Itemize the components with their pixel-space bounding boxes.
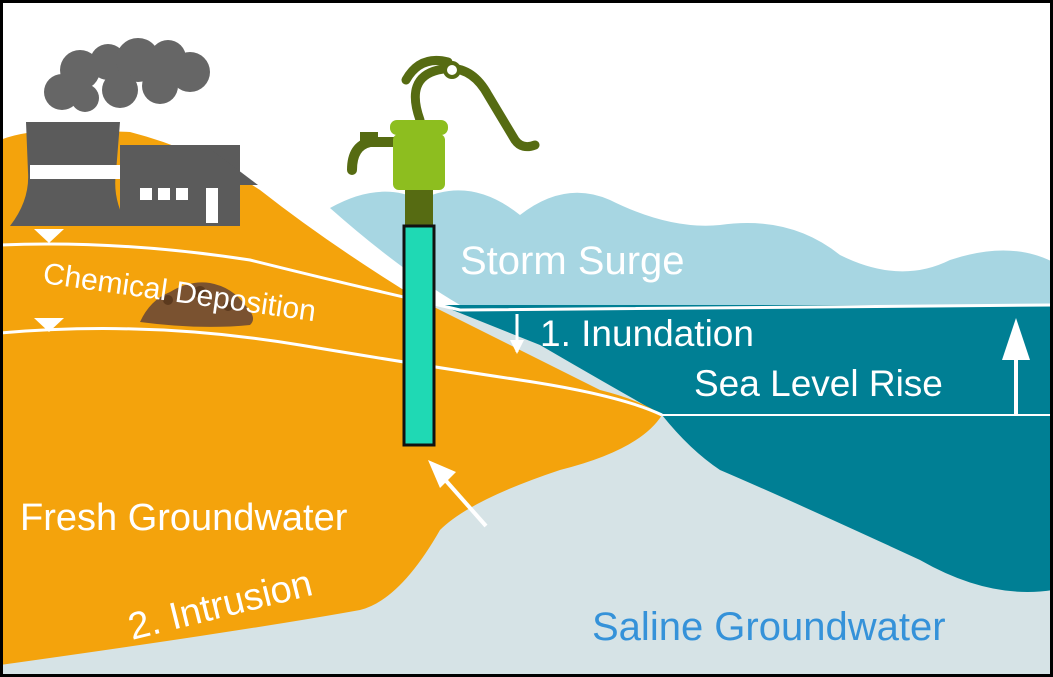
sea-region — [440, 305, 1053, 592]
sea-level-rise-label: Sea Level Rise — [694, 363, 943, 404]
upper-layer-line — [0, 242, 1053, 312]
storm-surge-region — [330, 190, 1053, 305]
land-fresh-groundwater — [0, 130, 662, 665]
sea-level-rise-arrow — [1002, 318, 1030, 415]
smoke-icon — [44, 38, 210, 112]
fresh-groundwater-label: Fresh Groundwater — [20, 497, 348, 539]
deposition-marker-lower — [34, 318, 64, 332]
saline-groundwater-label: Saline Groundwater — [592, 605, 946, 649]
inundation-arrow — [510, 314, 524, 354]
chemical-pile-icon — [140, 282, 254, 327]
hand-pump-icon — [347, 56, 540, 226]
intrusion-arrow — [428, 460, 488, 528]
deposition-marker-upper — [34, 229, 64, 243]
lower-layer-line — [0, 327, 663, 417]
factory-icon — [10, 122, 258, 226]
storm-surge-label: Storm Surge — [460, 239, 685, 283]
inundation-label: 1. Inundation — [540, 313, 754, 354]
well-casing — [402, 224, 436, 447]
